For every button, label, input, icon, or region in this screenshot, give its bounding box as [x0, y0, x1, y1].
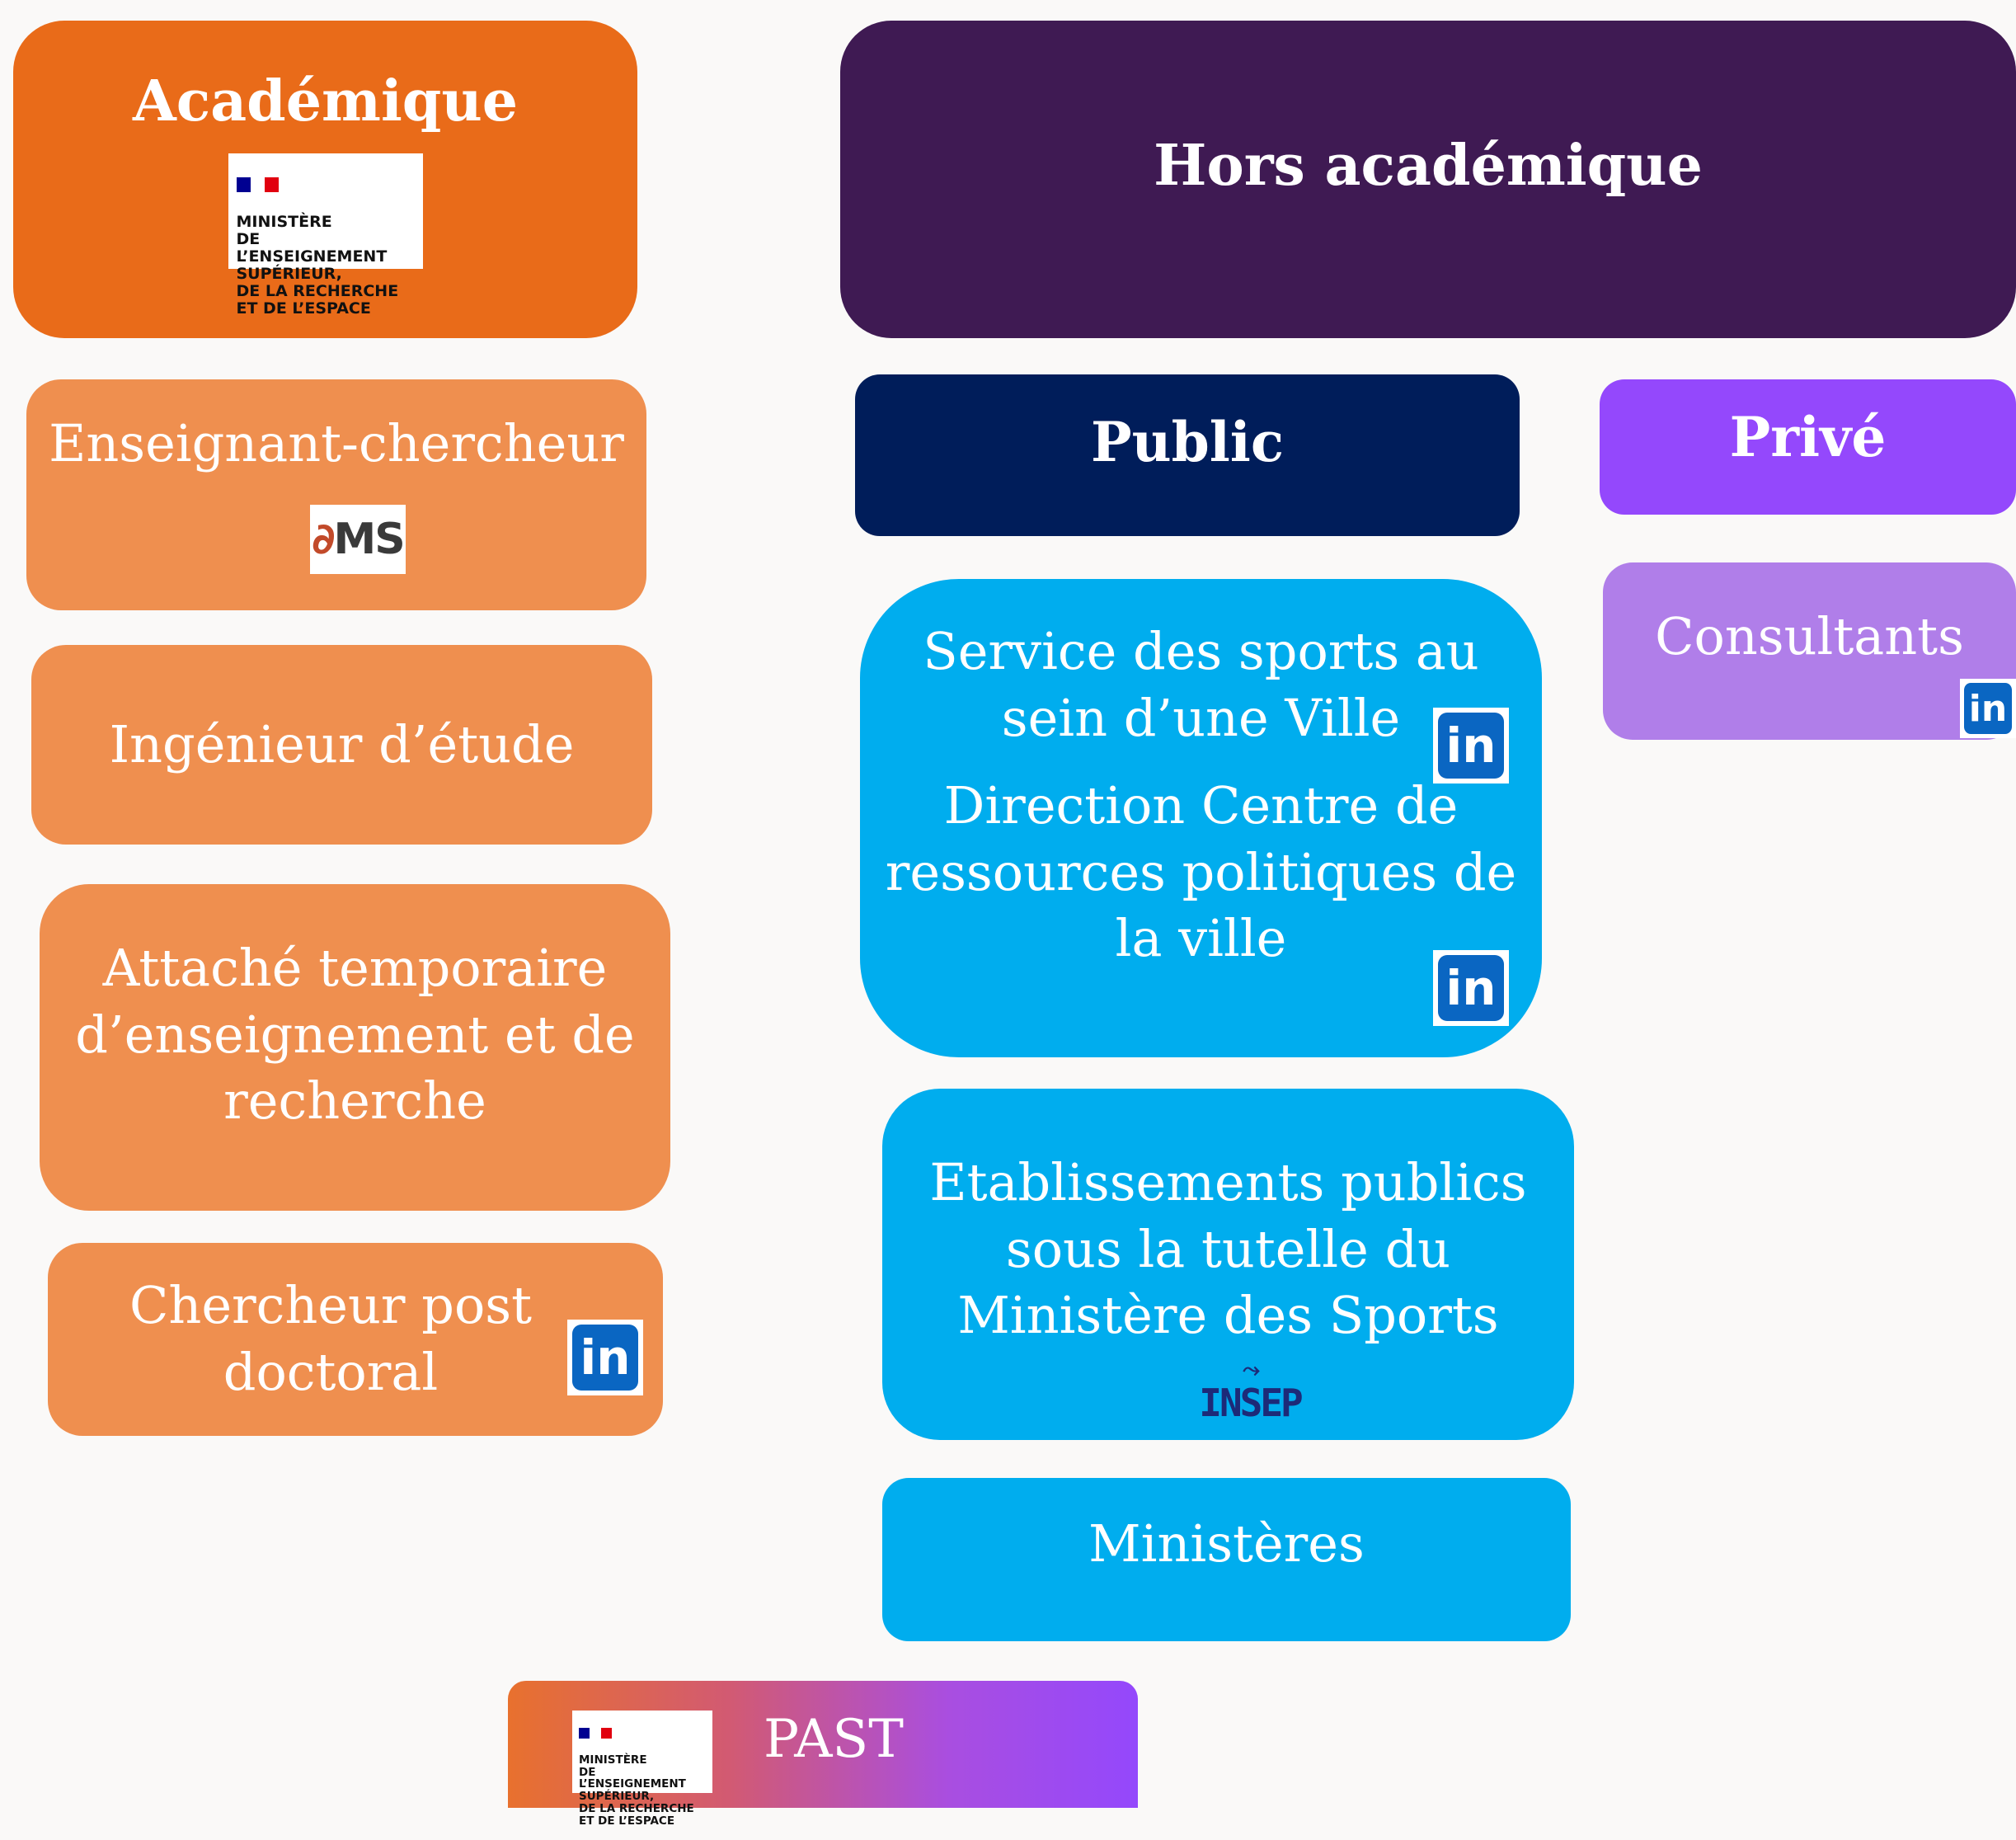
- academique-box: Académique MINISTÈRE DE L’ENSEIGNEMENT S…: [13, 21, 637, 338]
- enseignant-chercheur-box: Enseignant-chercheur: [26, 379, 646, 610]
- enseignant-chercheur-label: Enseignant-chercheur: [49, 413, 624, 473]
- hors-academique-title: Hors académique: [1154, 133, 1703, 199]
- ministere-logo-text: MINISTÈRE DE L’ENSEIGNEMENT SUPÉRIEUR, D…: [579, 1753, 694, 1828]
- prive-title: Privé: [1729, 405, 1887, 469]
- chercheur-post-doctoral-box: Chercheur post doctoral: [48, 1243, 663, 1436]
- etablissements-publics-label: Etablissements publics sous la tutelle d…: [929, 1152, 1527, 1346]
- etablissements-publics-box: Etablissements publics sous la tutelle d…: [882, 1089, 1574, 1440]
- direction-centre-label: Direction Centre de ressources politique…: [885, 775, 1517, 969]
- service-sports-label: Service des sports au sein d’une Ville: [923, 621, 1479, 748]
- 3ms-logo: ∂MS: [310, 505, 406, 574]
- ministere-logo-text: MINISTÈRE DE L’ENSEIGNEMENT SUPÉRIEUR, D…: [236, 213, 399, 318]
- attache-temporaire-label: Attaché temporaire d’enseignement et de …: [75, 938, 635, 1132]
- academique-title: Académique: [132, 68, 519, 135]
- insep-logo: ⤳ INSEP: [1199, 1358, 1303, 1425]
- past-label: PAST: [764, 1709, 904, 1770]
- ministere-logo: MINISTÈRE DE L’ENSEIGNEMENT SUPÉRIEUR, D…: [228, 153, 423, 317]
- chercheur-post-doctoral-label: Chercheur post doctoral: [129, 1275, 533, 1402]
- ingenieur-etude-label: Ingénieur d’étude: [109, 713, 575, 774]
- linkedin-icon[interactable]: in: [567, 1320, 643, 1395]
- service-sports-box: Service des sports au sein d’une Ville D…: [860, 579, 1542, 1057]
- ministeres-label: Ministères: [1088, 1513, 1365, 1574]
- linkedin-icon[interactable]: in: [1960, 679, 2016, 738]
- linkedin-icon[interactable]: in: [1433, 950, 1509, 1026]
- consultants-label: Consultants: [1655, 606, 1964, 666]
- linkedin-icon[interactable]: in: [1433, 708, 1509, 784]
- prive-box: Privé: [1600, 379, 2016, 515]
- public-box: Public: [855, 374, 1520, 536]
- attache-temporaire-box: Attaché temporaire d’enseignement et de …: [40, 884, 670, 1211]
- consultants-box: Consultants: [1603, 562, 2016, 740]
- hors-academique-box: Hors académique: [840, 21, 2016, 338]
- ministere-logo: MINISTÈRE DE L’ENSEIGNEMENT SUPÉRIEUR, D…: [572, 1711, 712, 1827]
- public-title: Public: [1090, 410, 1285, 474]
- ingenieur-etude-box: Ingénieur d’étude: [31, 645, 652, 845]
- ministeres-box: Ministères: [882, 1478, 1571, 1641]
